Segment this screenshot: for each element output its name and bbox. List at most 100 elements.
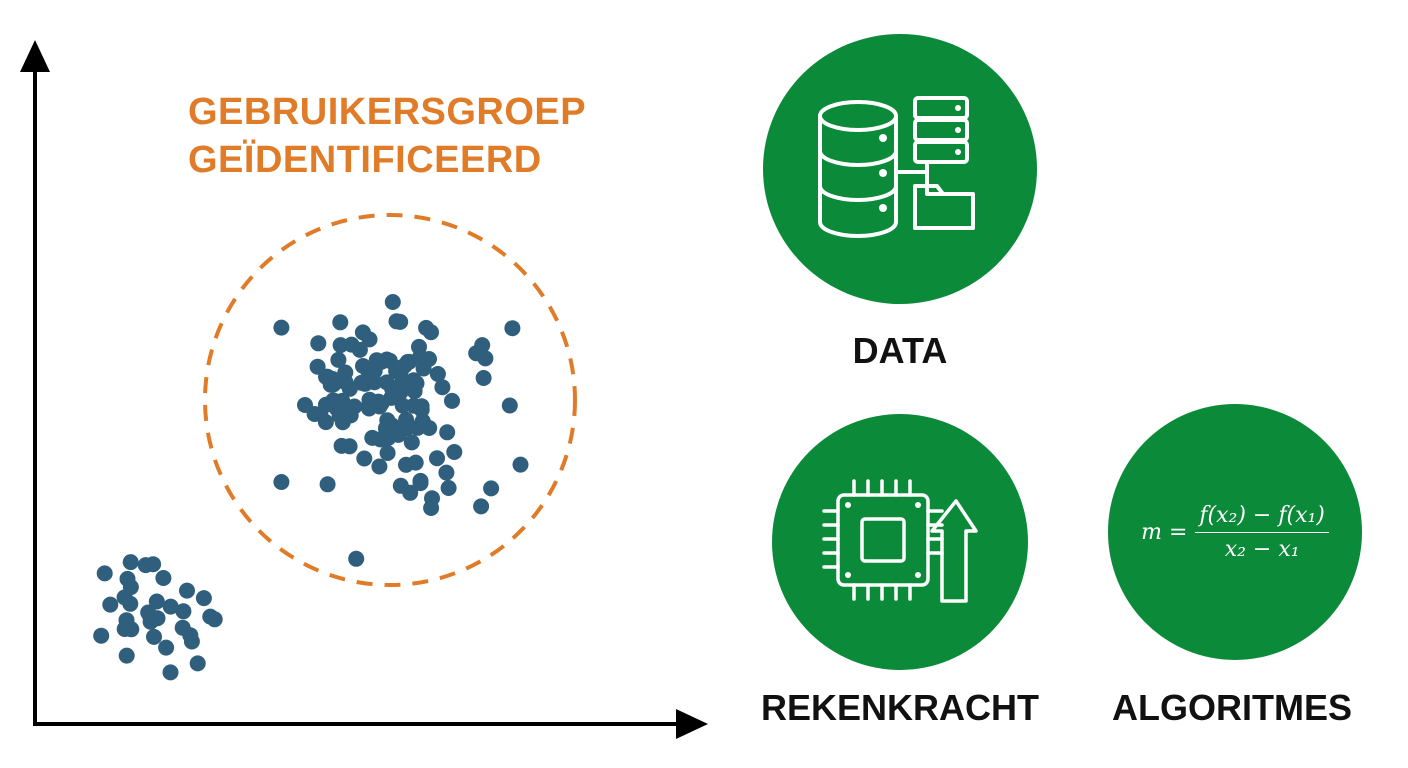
data-point [116,621,133,637]
data-point [337,374,354,391]
scatter-plot [20,40,708,739]
data-point [388,313,405,330]
data-point [179,582,195,599]
formula-denominator: x₂ − x₁ [1224,536,1300,562]
data-point [414,413,431,430]
cluster-title-line2: GEÏDENTIFICEERD [188,139,542,181]
data-point [342,407,359,424]
data-point [371,458,388,475]
data-point [273,474,290,490]
data-point [412,475,429,492]
data-point [356,450,373,467]
data-point [439,424,456,441]
data-point [378,351,395,368]
data-point [332,314,349,331]
data-point [473,498,490,515]
x-axis-arrowhead [676,709,708,739]
data-point [319,476,336,493]
y-axis-arrowhead [20,40,50,72]
data-point [483,480,500,497]
data-point [162,664,179,681]
data-point [162,598,179,615]
pillar-label-rekenkracht: REKENKRACHT [761,687,1039,728]
data-point [384,294,401,310]
pillar-label-algoritmes: ALGORITMES [1112,687,1352,728]
data-point [366,374,383,391]
data-point [379,412,396,429]
data-point [504,320,521,337]
data-point [361,400,378,417]
data-point [330,393,346,410]
data-point [354,324,371,341]
data-point [118,647,135,664]
data-point [202,608,219,625]
data-point [351,341,368,358]
data-point [183,633,200,650]
data-point [405,377,421,394]
data-point [392,477,409,494]
data-point [379,445,396,461]
data-point [119,570,136,587]
data-point [175,603,192,620]
data-point [477,350,494,367]
data-point [398,420,415,437]
data-point [93,627,110,644]
data-point [512,456,529,473]
data-point [348,550,365,567]
pillar-label-data: DATA [852,330,948,371]
rekenkracht-circle [772,414,1028,670]
cluster-title: GEBRUIKERSGROEP GEÏDENTIFICEERD [188,88,618,184]
data-point [383,389,400,406]
data-point [122,554,139,571]
algoritmes-circle: m = f(x₂) − f(x₁) x₂ − x₁ [1108,404,1362,660]
data-point [146,628,162,645]
data-point [145,556,162,573]
data-point [148,593,165,610]
data-point [155,570,172,586]
formula-fraction: f(x₂) − f(x₁) x₂ − x₁ [1195,503,1329,562]
cluster-title-line1: GEBRUIKERSGROEP [188,91,587,133]
data-point [306,406,323,422]
data-circle [763,34,1037,304]
data-point [330,351,347,368]
data-point [102,596,119,613]
data-point [158,639,175,656]
data-point [415,360,432,377]
data-point [189,655,206,672]
cluster-highlight-circle [203,213,577,587]
cpu-chip-arrow-up-icon [822,479,978,603]
data-point [444,392,460,409]
data-point [407,454,424,471]
formula-numerator: f(x₂) − f(x₁) [1195,503,1329,533]
database-server-folder-icon [818,96,975,238]
data-point [401,353,418,370]
data-point [392,376,409,393]
data-point [96,565,113,582]
data-point [273,319,290,336]
data-point [429,366,446,382]
data-points [93,294,529,681]
data-point [438,464,455,481]
data-point [429,450,445,467]
data-point [446,444,463,460]
data-point [413,401,430,418]
data-point [195,590,212,607]
formula-lhs: m = [1141,519,1188,545]
data-point [116,589,133,606]
data-point [423,324,439,341]
formula-icon: m = f(x₂) − f(x₁) x₂ − x₁ [1141,503,1329,562]
data-point [440,480,457,496]
data-point [142,608,159,625]
data-point [434,379,451,396]
data-point [474,337,491,354]
data-point [322,376,339,393]
data-point [333,437,350,454]
data-point [403,434,420,451]
data-point [501,397,518,414]
data-point [364,429,381,446]
data-point [424,490,440,507]
data-point [310,335,327,352]
data-point [309,358,326,375]
data-point [332,337,349,354]
